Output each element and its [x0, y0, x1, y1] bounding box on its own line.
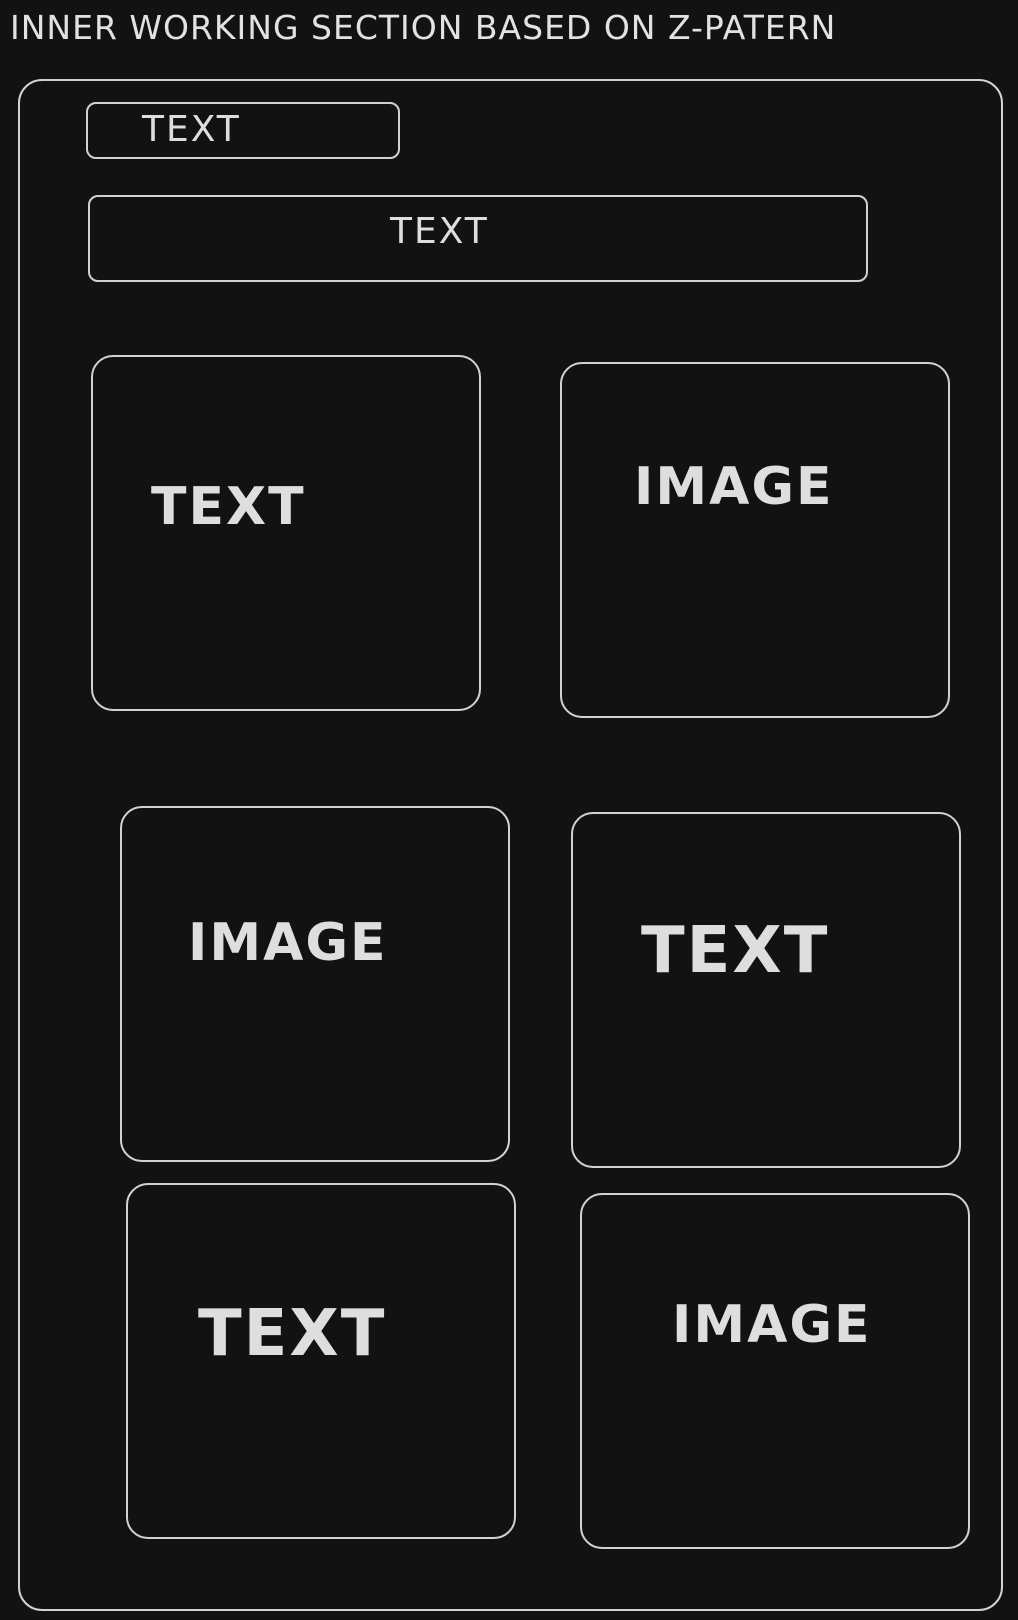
row2-right-label: TEXT [641, 914, 830, 988]
header-text-box: TEXT [86, 102, 400, 159]
row1-left-box: TEXT [91, 355, 481, 711]
diagram-title: INNER WORKING SECTION BASED ON Z-PATERN [10, 8, 837, 47]
row2-left-label: IMAGE [188, 913, 388, 973]
row3-right-box: IMAGE [580, 1193, 970, 1549]
header-text-label: TEXT [142, 109, 241, 150]
row3-left-box: TEXT [126, 1183, 516, 1539]
row2-right-box: TEXT [571, 812, 961, 1168]
subheader-text-box: TEXT [88, 195, 868, 282]
subheader-text-label: TEXT [390, 211, 489, 252]
section-frame [18, 79, 1003, 1611]
row1-right-label: IMAGE [634, 457, 834, 517]
row3-right-label: IMAGE [672, 1295, 872, 1355]
row1-left-label: TEXT [151, 477, 306, 537]
row3-left-label: TEXT [198, 1297, 387, 1371]
row2-left-box: IMAGE [120, 806, 510, 1162]
row1-right-box: IMAGE [560, 362, 950, 718]
